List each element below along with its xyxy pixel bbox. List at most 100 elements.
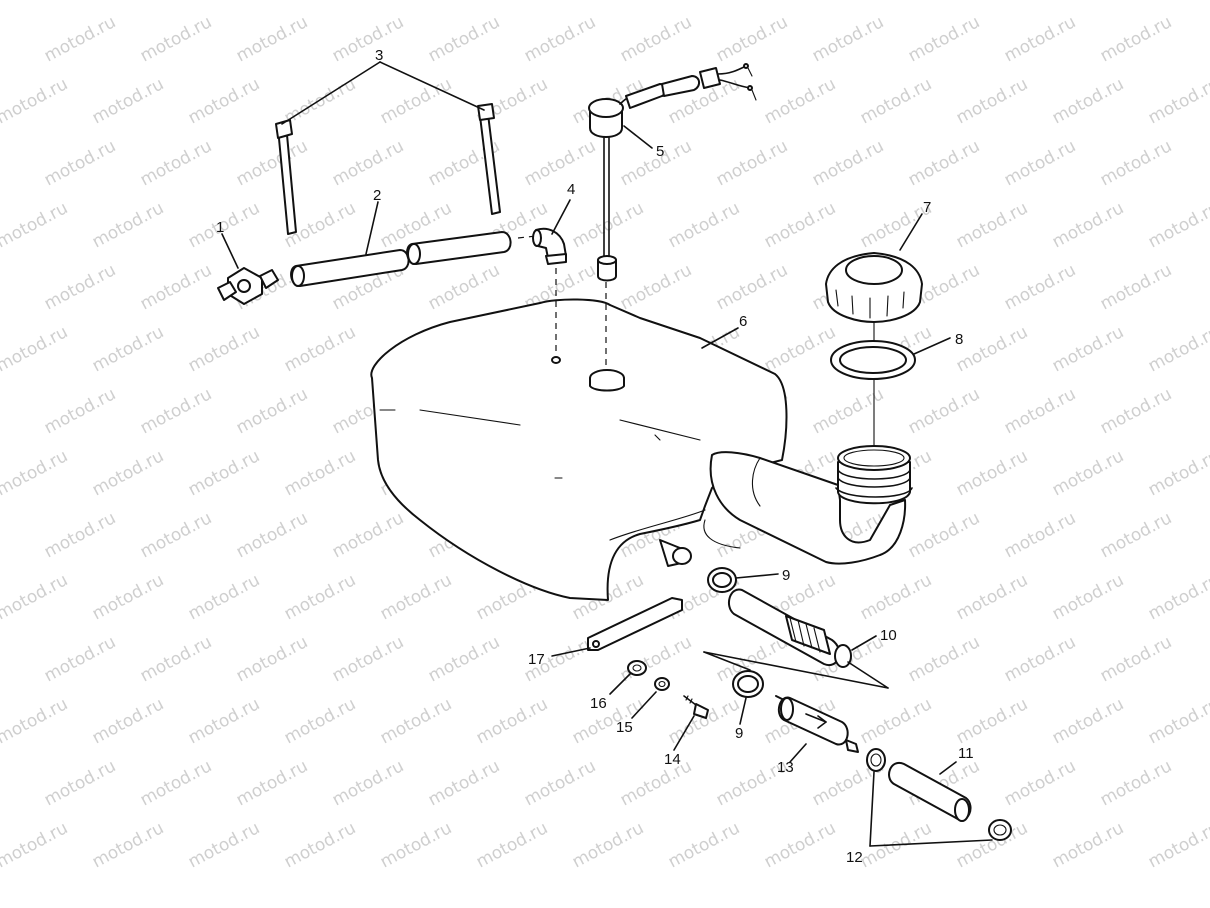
watermark-text: motod.ru — [41, 756, 119, 810]
watermark-text: motod.ru — [1145, 198, 1210, 252]
watermark-text: motod.ru — [41, 384, 119, 438]
callout-4: 4 — [567, 181, 575, 198]
callout-2: 2 — [373, 187, 381, 204]
leader-lines — [221, 61, 993, 847]
watermark-text: motod.ru — [137, 260, 215, 314]
watermark-text: motod.ru — [1097, 260, 1175, 314]
watermark-text: motod.ru — [1049, 570, 1127, 624]
watermark-text: motod.ru — [1001, 384, 1079, 438]
callout-14: 14 — [664, 751, 681, 768]
inline-fuel-filter — [775, 695, 859, 753]
watermark-text: motod.ru — [329, 632, 407, 686]
callout-1: 1 — [216, 219, 224, 236]
fuel-hose-short — [888, 761, 972, 822]
fuel-hose-bellows — [727, 588, 852, 668]
watermark-text: motod.ru — [953, 74, 1031, 128]
watermark-text: motod.ru — [857, 694, 935, 748]
callout-7: 7 — [923, 199, 931, 216]
watermark-text: motod.ru — [0, 74, 71, 128]
watermark-text: motod.ru — [0, 322, 71, 376]
filler-neck — [835, 445, 913, 505]
vent-check-valve — [217, 267, 279, 305]
watermark-text: motod.ru — [281, 570, 359, 624]
watermark-text: motod.ru — [1097, 136, 1175, 190]
watermark-text: motod.ru — [761, 322, 839, 376]
watermark-text: motod.ru — [41, 508, 119, 562]
watermark-text: motod.ru — [185, 322, 263, 376]
watermark-text: motod.ru — [665, 694, 743, 748]
watermark-text: motod.ru — [953, 446, 1031, 500]
watermark-text: motod.ru — [761, 198, 839, 252]
filter-bracket — [587, 597, 683, 651]
watermark-text: motod.ru — [281, 694, 359, 748]
watermark-text: motod.ru — [953, 570, 1031, 624]
watermark-text: motod.ru — [425, 260, 503, 314]
watermark-text: motod.ru — [905, 632, 983, 686]
callout-6: 6 — [739, 313, 747, 330]
watermark-text: motod.ru — [473, 818, 551, 872]
watermark-text: motod.ru — [1145, 74, 1210, 128]
watermark-text: motod.ru — [185, 74, 263, 128]
callout-5: 5 — [656, 143, 664, 160]
watermark-text: motod.ru — [1145, 818, 1210, 872]
watermark-text: motod.ru — [89, 570, 167, 624]
watermark-text: motod.ru — [137, 756, 215, 810]
watermark-text: motod.ru — [233, 12, 311, 66]
watermark-text: motod.ru — [521, 12, 599, 66]
watermark-text: motod.ru — [1145, 446, 1210, 500]
watermark-text: motod.ru — [521, 136, 599, 190]
callout-labels: 1 2 3 4 5 6 7 8 9 10 9 11 12 13 14 15 16… — [216, 47, 974, 866]
watermark-text: motod.ru — [1049, 446, 1127, 500]
watermark-text: motod.ru — [1049, 322, 1127, 376]
watermark-text: motod.ru — [41, 136, 119, 190]
cap-gasket — [830, 340, 916, 380]
watermark-text: motod.ru — [761, 74, 839, 128]
hose-clamp-lower — [732, 670, 764, 698]
watermark-text: motod.ru — [1145, 322, 1210, 376]
fuel-gauge-sender — [588, 63, 757, 282]
watermark-text: motod.ru — [89, 694, 167, 748]
watermark-text: motod.ru — [1049, 694, 1127, 748]
watermark-text: motod.ru — [1001, 632, 1079, 686]
watermark-text: motod.ru — [425, 632, 503, 686]
watermark-text: motod.ru — [617, 12, 695, 66]
watermark-text: motod.ru — [473, 694, 551, 748]
watermark-text: motod.ru — [1049, 818, 1127, 872]
hose-clamp-upper — [707, 567, 737, 593]
vent-hose-1 — [290, 249, 410, 287]
watermark-text: motod.ru — [233, 136, 311, 190]
callout-9-upper: 9 — [782, 567, 790, 584]
watermark-text: motod.ru — [185, 818, 263, 872]
watermark-text: motod.ru — [905, 136, 983, 190]
watermark-text: motod.ru — [281, 818, 359, 872]
watermark-text: motod.ru — [713, 136, 791, 190]
watermark-text: motod.ru — [0, 198, 71, 252]
callout-10: 10 — [880, 627, 897, 644]
watermark-text: motod.ru — [1001, 508, 1079, 562]
callout-11: 11 — [958, 745, 974, 762]
watermark-text: motod.ru — [809, 384, 887, 438]
watermark-text: motod.ru — [1049, 74, 1127, 128]
watermark-text: motod.ru — [617, 632, 695, 686]
cable-tie-right — [477, 103, 501, 215]
watermark-text: motod.ru — [0, 818, 71, 872]
watermark-text: motod.ru — [1001, 12, 1079, 66]
vent-elbow — [532, 227, 567, 265]
watermark-text: motod.ru — [953, 694, 1031, 748]
watermark-text: motod.ru — [329, 12, 407, 66]
watermark-text: motod.ru — [1097, 756, 1175, 810]
watermark-text: motod.ru — [137, 136, 215, 190]
callout-8: 8 — [955, 331, 963, 348]
fuel-tank — [370, 298, 907, 601]
watermark-text: motod.ru — [569, 694, 647, 748]
watermark-text: motod.ru — [953, 198, 1031, 252]
watermark-text: motod.ru — [521, 756, 599, 810]
tank-outlet-nipple — [659, 539, 692, 567]
watermark-text: motod.ru — [761, 818, 839, 872]
watermark-text: motod.ru — [1097, 12, 1175, 66]
watermark-text: motod.ru — [233, 632, 311, 686]
watermark-text: motod.ru — [1145, 694, 1210, 748]
watermark-text: motod.ru — [137, 12, 215, 66]
fuel-cap — [825, 252, 923, 323]
